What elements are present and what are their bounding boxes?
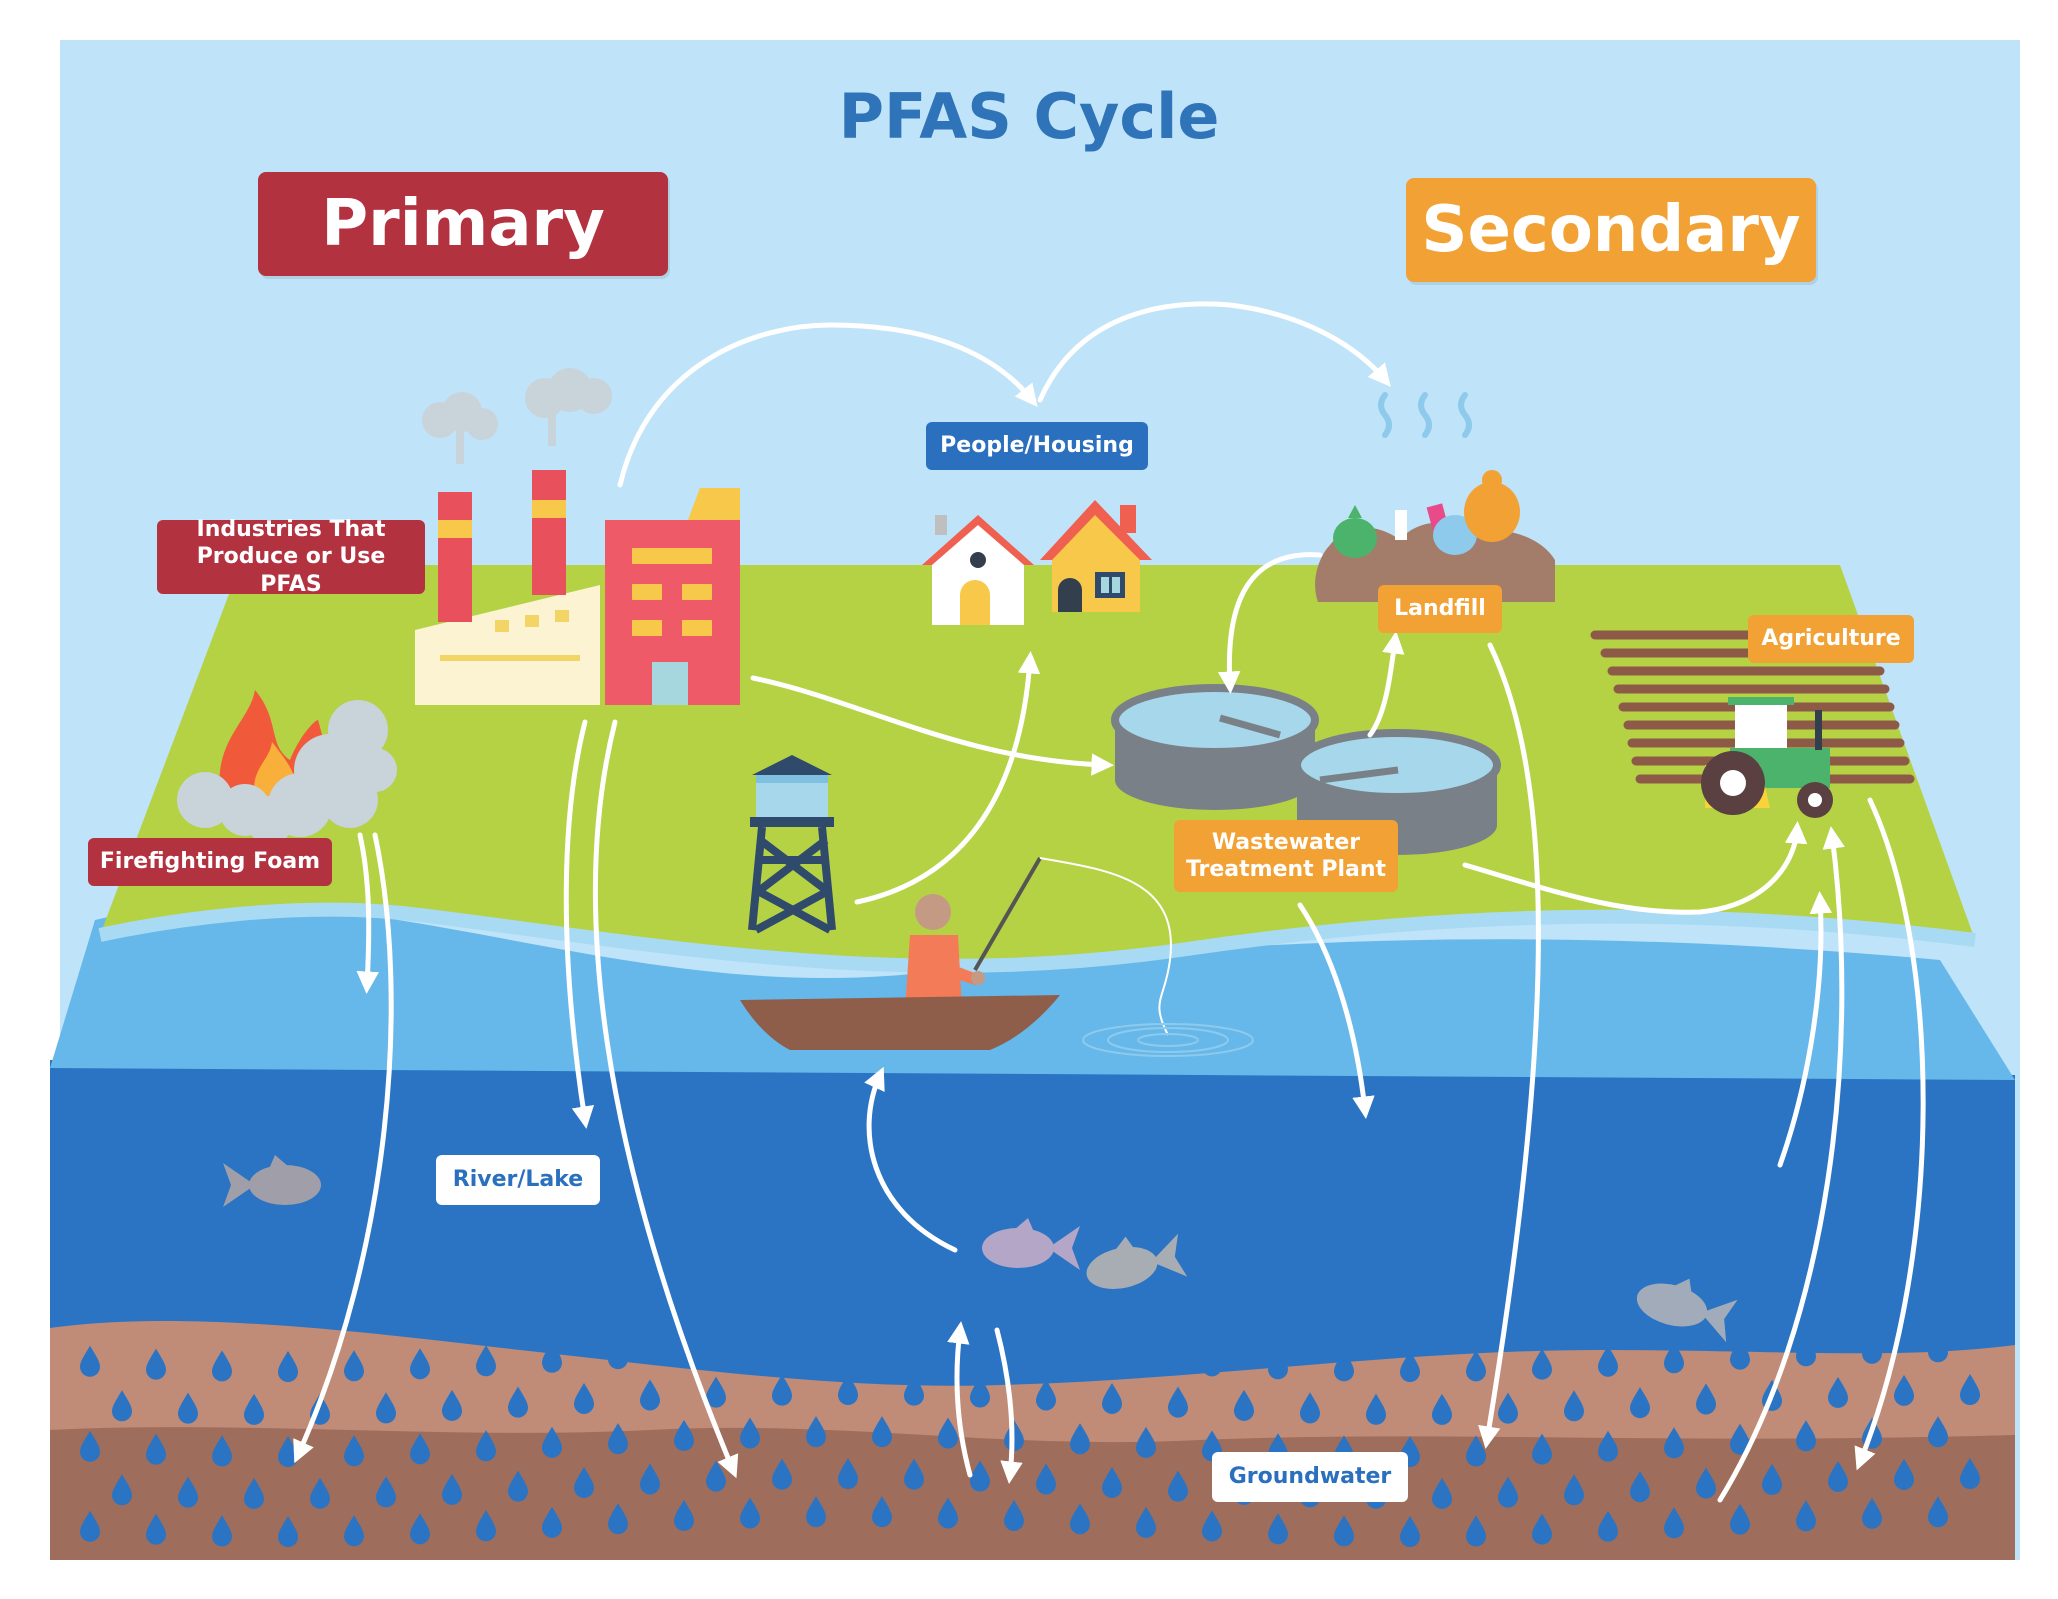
treatment-tank-icon [1111,684,1501,855]
primary-header: Primary [258,172,668,276]
smoke-icon [422,368,612,464]
arrow-groundwater-up [947,1321,973,1478]
shallow-water [50,904,2015,1080]
fisherman-icon [905,856,1254,1057]
arrow-fish-to-boat [864,1066,958,1253]
label-people-housing: People/Housing [926,422,1148,470]
label-industries: Industries That Produce or Use PFAS [157,517,425,597]
page-title: PFAS Cycle [838,80,1220,153]
house-icon [1040,500,1152,612]
arrow-wwtp-to-landfill [1367,631,1405,738]
water-tower-icon [748,755,836,934]
arrow-foam-to-river [356,832,379,994]
label-firefighting-foam: Firefighting Foam [88,838,332,886]
fire-icon [177,690,397,844]
arrow-agriculture-to-groundwater [1854,797,1926,1471]
arrow-wwtp-to-river [1297,902,1375,1119]
arrow-water-down [994,1327,1023,1484]
arrow-foam-to-groundwater [293,832,394,1464]
arrow-groundwater-to-agriculture [1717,826,1845,1503]
label-river-lake: River/Lake [436,1155,600,1205]
label-landfill: Landfill [1378,585,1502,633]
arrow-lake-to-agriculture [1777,891,1833,1168]
flow-arrows [293,301,1926,1503]
label-agriculture: Agriculture [1748,615,1914,663]
factory-icon [415,470,740,705]
arrow-landfill-to-groundwater [1478,642,1541,1449]
house-icon [922,515,1034,625]
arrow-housing-to-landfill [1037,301,1391,403]
arrow-wwtp-to-agriculture [1462,821,1808,915]
boat-icon [740,995,1060,1050]
arrow-industry-to-housing [617,322,1038,488]
arrow-landfill-to-wwtp [1217,552,1323,694]
secondary-header: Secondary [1406,178,1816,282]
arrow-industry-to-river [563,719,595,1129]
label-wastewater-plant: Wastewater Treatment Plant [1174,820,1398,892]
landfill-icon [1315,392,1555,602]
soil-bottom [50,1427,2015,1560]
arrow-industry-to-groundwater [592,719,739,1479]
label-groundwater: Groundwater [1212,1452,1408,1502]
arrow-tower-to-housing [854,651,1041,905]
tractor-icon [1701,697,1833,818]
arrow-industry-to-wwtp [750,675,1114,776]
